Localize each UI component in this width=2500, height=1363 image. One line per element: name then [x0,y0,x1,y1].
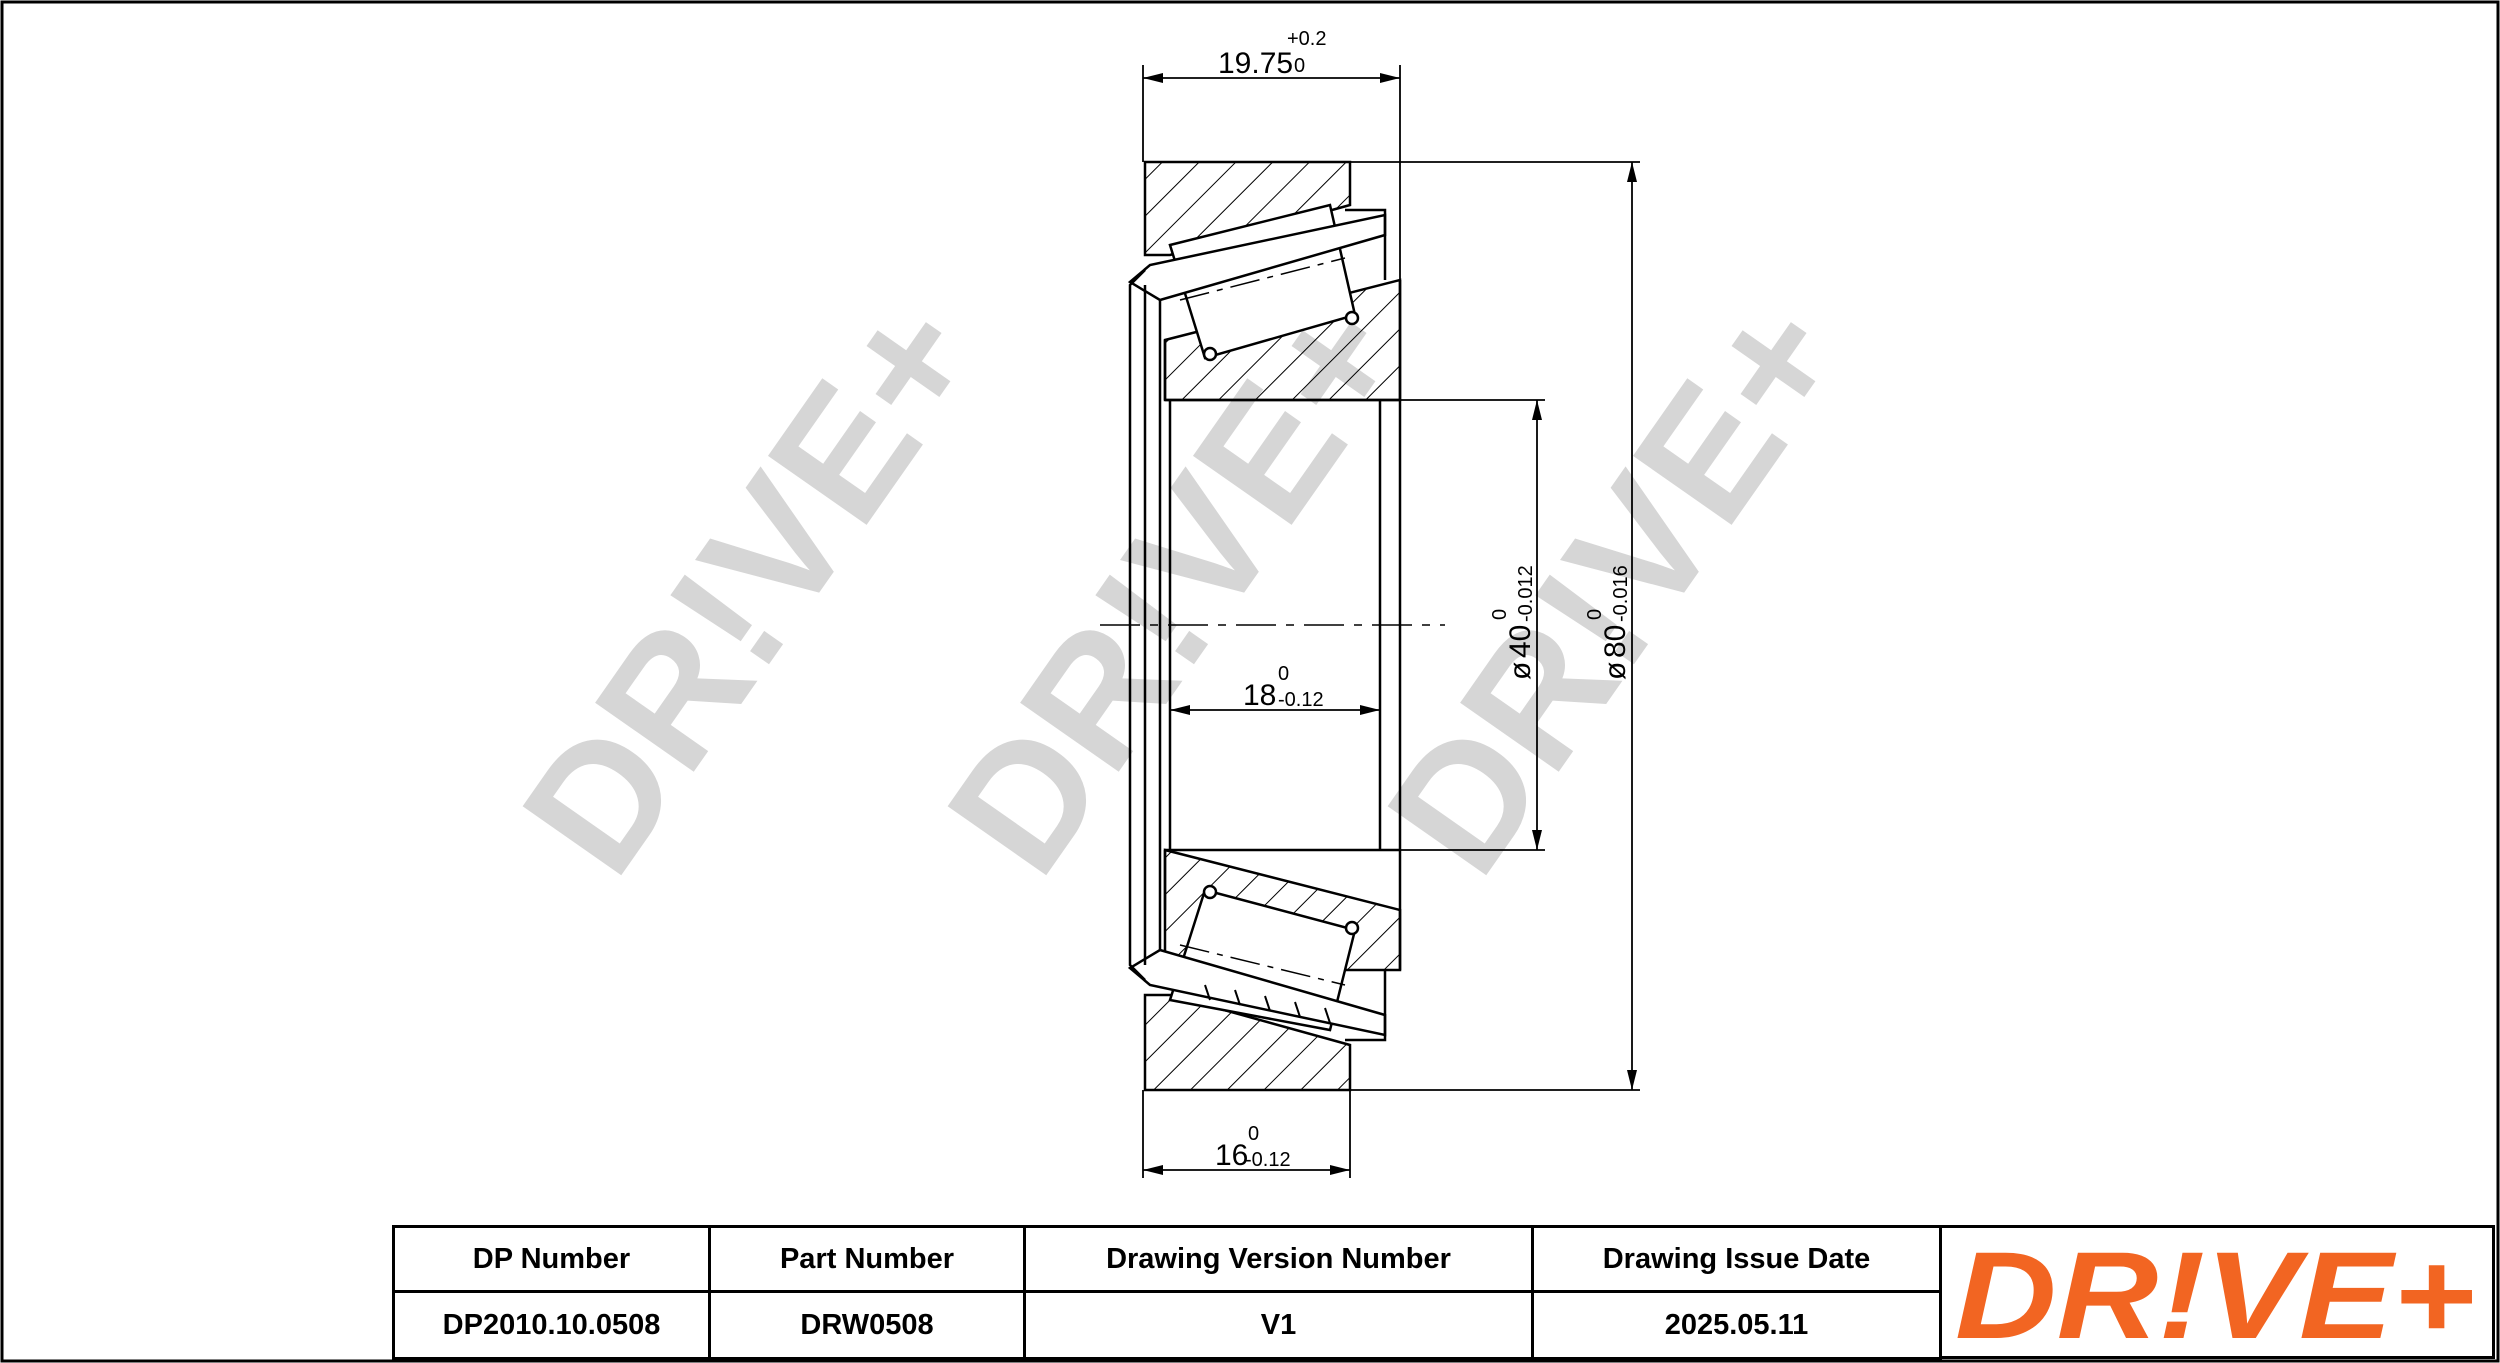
cup-section-bottom [1143,993,1352,1092]
dim-outer-lower: -0.016 [1610,565,1632,622]
header-drawing-issue-date: Drawing Issue Date [1531,1225,1942,1293]
dim-inner-width-upper: 0 [1278,663,1289,685]
dim-top-width-lower: 0 [1294,55,1305,77]
value-part-number: DRW0508 [708,1290,1026,1360]
bearing-section [1127,160,1402,1092]
brand-logo-cell: DR!VE+ [1939,1225,2495,1363]
dim-bottom-width-lower: -0.12 [1245,1149,1291,1171]
brand-logo: DR!VE+ [1955,1227,2475,1363]
header-part-number: Part Number [708,1225,1026,1293]
dimension-lines [1142,65,1640,1178]
dim-inner-width-nominal: 18 [1243,679,1276,712]
dimension-arrows [1143,73,1637,1175]
title-block-table: DP Number Part Number Drawing Version Nu… [392,1225,1942,1360]
dim-bore-upper: 0 [1489,609,1511,620]
dim-top-width-upper: +0.2 [1287,28,1326,50]
dim-top-width-nominal: 19.75 [1218,47,1293,80]
dim-outer-upper: 0 [1584,609,1606,620]
header-drawing-version-number: Drawing Version Number [1023,1225,1534,1293]
dim-outer-symbol: ø [1599,662,1632,680]
dim-bottom-width-upper: 0 [1248,1123,1259,1145]
dim-inner-width-lower: -0.12 [1278,689,1324,711]
value-drawing-version-number: V1 [1023,1290,1534,1360]
dimension-labels: 19.75 +0.2 0 18 0 -0.12 16 0 -0.12 ø 40 … [1215,28,1632,1172]
header-dp-number: DP Number [392,1225,711,1293]
dim-bottom-width-nominal: 16 [1215,1139,1248,1172]
value-dp-number: DP2010.10.0508 [392,1290,711,1360]
title-block: DP Number Part Number Drawing Version Nu… [392,1225,2495,1363]
dim-bore-nominal: 40 [1504,625,1537,658]
brand-logo-text: DR!VE+ [1955,1228,2475,1356]
dim-bore-lower: -0.012 [1515,565,1537,622]
value-drawing-issue-date: 2025.05.11 [1531,1290,1942,1360]
dim-outer-nominal: 80 [1599,625,1632,658]
dim-bore-symbol: ø [1504,662,1537,680]
